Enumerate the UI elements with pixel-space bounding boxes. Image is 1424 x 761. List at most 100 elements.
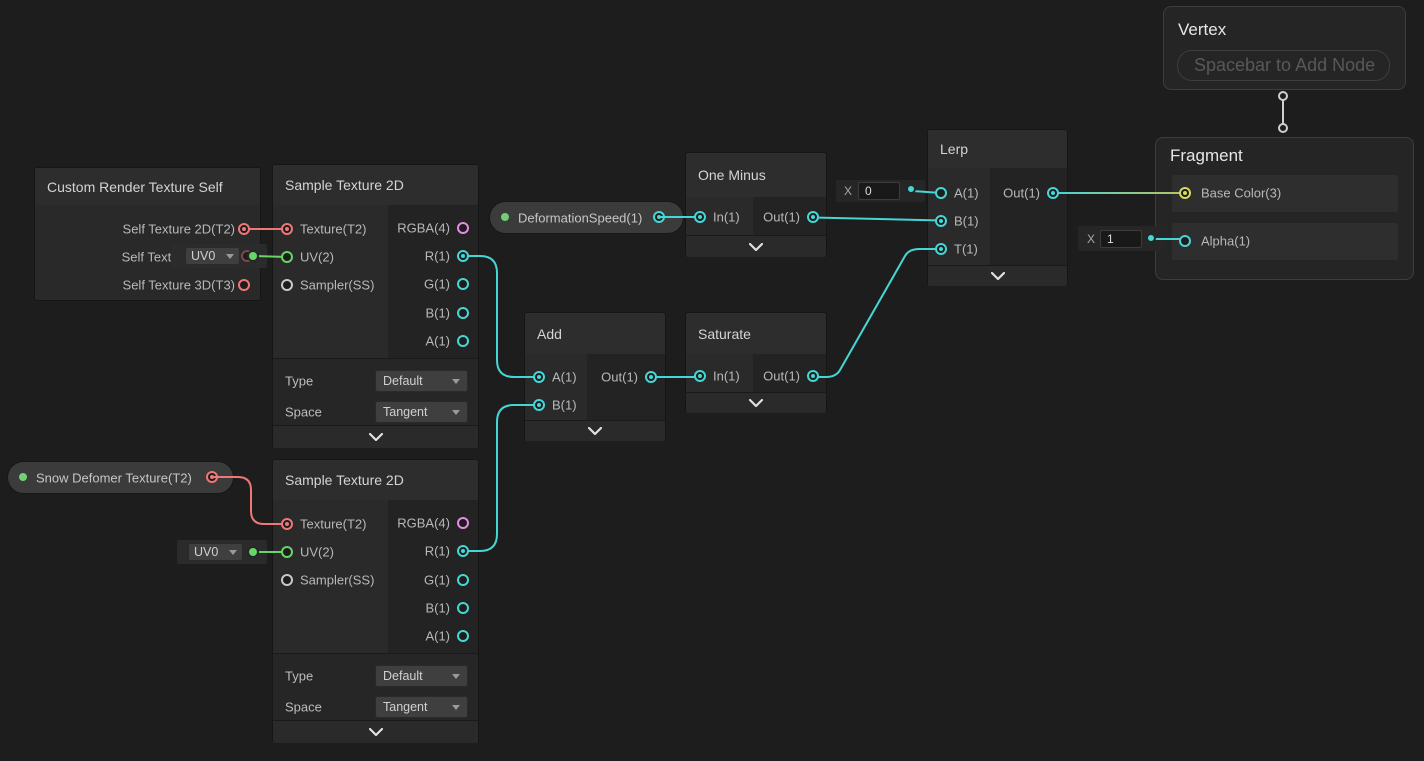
node-header[interactable]: Sample Texture 2D (273, 460, 478, 500)
chevron-down-icon (749, 242, 763, 251)
node-header[interactable]: One Minus (686, 153, 826, 197)
port-label-self-texture-2d: Self Texture 2D(T2) (122, 221, 235, 237)
port-in[interactable] (694, 211, 706, 223)
collapse-button[interactable] (273, 425, 478, 448)
node-header[interactable]: Saturate (686, 313, 826, 354)
stack-connector-bottom (1278, 123, 1288, 133)
port-label-b: B(1) (552, 397, 577, 413)
port-t[interactable] (935, 243, 947, 255)
port-label-rgba: RGBA(4) (397, 515, 450, 531)
node-sample-texture-2d-1[interactable]: Sample Texture 2D Texture(T2) UV(2) Samp… (273, 165, 478, 448)
port-b[interactable] (533, 399, 545, 411)
port-label-sampler: Sampler(SS) (300, 277, 375, 293)
node-title: Add (537, 325, 562, 342)
port-a[interactable] (533, 371, 545, 383)
port-label-a: A(1) (552, 369, 577, 385)
uv-dropdown[interactable]: UV0 (188, 543, 243, 561)
node-one-minus[interactable]: One Minus In(1) Out(1) (686, 153, 826, 257)
port-label-t: T(1) (954, 241, 978, 257)
node-settings: Type Default Space Tangent (273, 653, 478, 721)
add-block-hint: Spacebar to Add Node (1177, 50, 1390, 81)
space-label: Space (285, 404, 322, 420)
type-label: Type (285, 668, 314, 684)
node-title: One Minus (698, 167, 766, 183)
property-deformation-speed[interactable]: DeformationSpeed(1) (490, 202, 683, 233)
uv-dropdown[interactable]: UV0 (185, 247, 240, 265)
context-node-fragment[interactable]: Fragment Base Color(3) Alpha(1) (1155, 137, 1414, 280)
type-dropdown[interactable]: Default (375, 370, 468, 392)
port-label-a: A(1) (425, 333, 450, 349)
port-alpha[interactable] (1179, 235, 1191, 247)
port-self-texture-2d[interactable] (238, 223, 250, 235)
port-a[interactable] (935, 187, 947, 199)
port-label-a: A(1) (954, 185, 979, 201)
property-snow-deformer-texture[interactable]: Snow Defomer Texture(T2) (8, 462, 233, 493)
port-b[interactable] (935, 215, 947, 227)
space-dropdown-value: Tangent (383, 700, 428, 714)
port-label-base-color: Base Color(3) (1201, 185, 1282, 201)
port-texture-input[interactable] (281, 518, 293, 530)
port-g-output[interactable] (457, 574, 469, 586)
port-label-sampler: Sampler(SS) (300, 572, 375, 588)
block-alpha[interactable] (1172, 223, 1398, 260)
space-dropdown[interactable]: Tangent (375, 401, 468, 423)
collapse-button[interactable] (928, 265, 1067, 286)
port-a-output[interactable] (457, 630, 469, 642)
port-label-texture: Texture(T2) (300, 221, 367, 237)
node-header[interactable]: Custom Render Texture Self (35, 168, 260, 205)
port-base-color[interactable] (1179, 187, 1191, 199)
chevron-down-icon (588, 427, 602, 435)
port-g-output[interactable] (457, 278, 469, 290)
port-uv-input[interactable] (281, 251, 293, 263)
context-node-vertex[interactable]: Vertex Spacebar to Add Node (1163, 6, 1406, 90)
port-label-out: Out(1) (1003, 185, 1040, 201)
port-label-uv: UV(2) (300, 249, 334, 265)
port-property-out[interactable] (653, 211, 665, 223)
port-r-output[interactable] (457, 250, 469, 262)
port-sampler-input[interactable] (281, 574, 293, 586)
collapse-button[interactable] (525, 420, 665, 441)
port-uv-input[interactable] (281, 546, 293, 558)
collapse-button[interactable] (686, 392, 826, 413)
port-rgba-output[interactable] (457, 517, 469, 529)
uv-dropdown-value: UV0 (191, 249, 216, 263)
port-in[interactable] (694, 370, 706, 382)
port-out[interactable] (807, 211, 819, 223)
node-lerp[interactable]: Lerp A(1) B(1) T(1) Out(1) (928, 130, 1067, 286)
wire-oneminus-to-lerp-b[interactable] (812, 216, 942, 222)
port-self-texture-3d[interactable] (238, 279, 250, 291)
port-a-output[interactable] (457, 335, 469, 347)
port-rgba-output[interactable] (457, 222, 469, 234)
port-r-output[interactable] (457, 545, 469, 557)
node-title: Custom Render Texture Self (47, 178, 223, 195)
port-property-out[interactable] (206, 471, 218, 483)
port-out[interactable] (645, 371, 657, 383)
port-texture-input[interactable] (281, 223, 293, 235)
space-dropdown-value: Tangent (383, 405, 428, 419)
wire-saturate-to-lerp-t[interactable] (813, 248, 941, 378)
node-title: Sample Texture 2D (285, 472, 404, 488)
x-component-label: X (1087, 232, 1096, 246)
block-base-color[interactable] (1172, 175, 1398, 212)
node-header[interactable]: Add (525, 313, 665, 354)
chevron-down-icon (452, 704, 460, 710)
port-b-output[interactable] (457, 602, 469, 614)
port-out[interactable] (1047, 187, 1059, 199)
port-out[interactable] (807, 370, 819, 382)
port-sampler-input[interactable] (281, 279, 293, 291)
node-header[interactable]: Sample Texture 2D (273, 165, 478, 205)
node-add[interactable]: Add A(1) B(1) Out(1) (525, 313, 665, 441)
chevron-down-icon (749, 399, 763, 407)
node-saturate[interactable]: Saturate In(1) Out(1) (686, 313, 826, 413)
type-dropdown[interactable]: Default (375, 665, 468, 687)
lerp-a-value-field[interactable]: 0 (858, 182, 900, 200)
node-custom-render-texture-self[interactable]: Custom Render Texture Self Self Texture … (35, 168, 260, 300)
port-b-output[interactable] (457, 307, 469, 319)
collapse-button[interactable] (686, 235, 826, 257)
node-header[interactable]: Lerp (928, 130, 1067, 168)
space-dropdown[interactable]: Tangent (375, 696, 468, 718)
alpha-value-field[interactable]: 1 (1100, 230, 1142, 248)
node-sample-texture-2d-2[interactable]: Sample Texture 2D Texture(T2) UV(2) Samp… (273, 460, 478, 743)
collapse-button[interactable] (273, 720, 478, 743)
